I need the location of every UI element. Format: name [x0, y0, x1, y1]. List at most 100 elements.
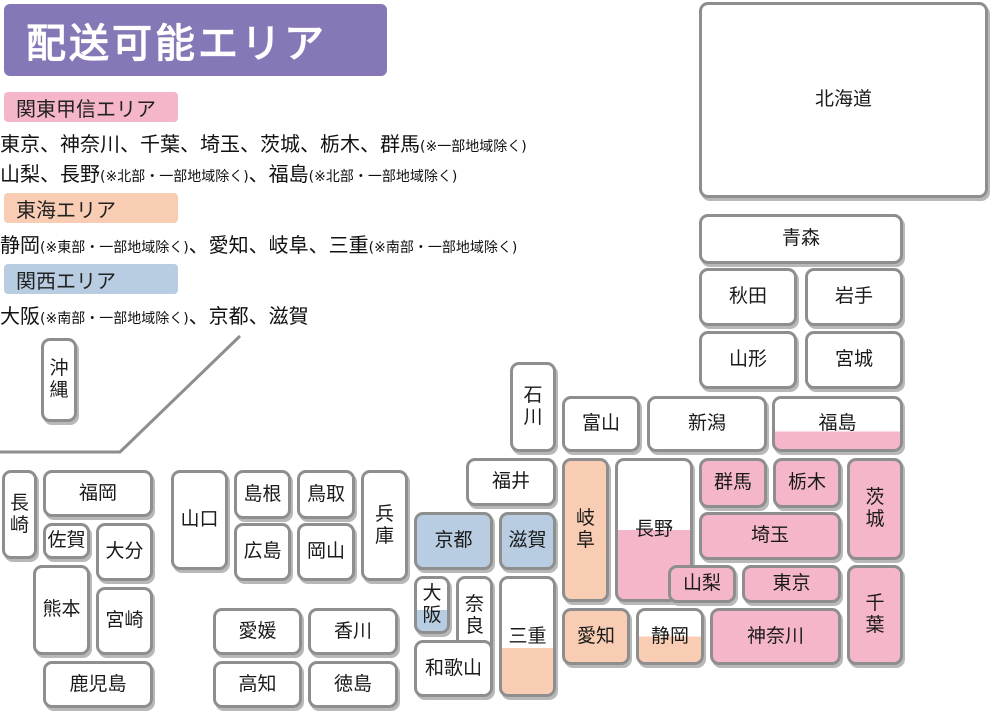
pref-label: 愛媛: [238, 619, 277, 642]
pref-label: 滋賀: [508, 529, 547, 552]
pref-toyama[interactable]: 富山: [562, 396, 640, 452]
pref-miyagi[interactable]: 宮城: [805, 331, 903, 389]
area-text: 山梨、長野: [0, 162, 100, 186]
pref-aomori[interactable]: 青森: [699, 214, 903, 264]
pref-ibaraki[interactable]: 茨城: [847, 458, 903, 560]
area-text-kanto-line1: 東京、神奈川、千葉、埼玉、茨城、栃木、群馬(※一部地域除く): [0, 128, 527, 157]
pref-label: 岐阜: [576, 507, 596, 551]
pref-label: 香川: [333, 619, 372, 642]
pref-hokkaido[interactable]: 北海道: [699, 2, 988, 198]
pref-shimane[interactable]: 島根: [234, 470, 291, 519]
pref-label: 沖縄: [49, 357, 69, 401]
pref-label: 神奈川: [746, 624, 804, 647]
pref-fukuoka[interactable]: 福岡: [43, 470, 153, 517]
area-note: (※北部・一部地域除く): [100, 169, 249, 185]
pref-aichi[interactable]: 愛知: [562, 608, 630, 665]
separator-line: [0, 334, 242, 454]
pref-kyoto[interactable]: 京都: [414, 512, 493, 570]
pref-yamaguchi[interactable]: 山口: [171, 470, 228, 570]
pref-label: 宮城: [834, 348, 873, 371]
pref-ehime[interactable]: 愛媛: [213, 608, 302, 655]
pref-oita[interactable]: 大分: [96, 523, 153, 581]
pref-kochi[interactable]: 高知: [213, 661, 302, 708]
pref-okinawa[interactable]: 沖縄: [41, 338, 77, 422]
pref-tochigi[interactable]: 栃木: [773, 458, 841, 508]
pref-kagoshima[interactable]: 鹿児島: [43, 661, 153, 708]
pref-iwate[interactable]: 岩手: [805, 268, 903, 326]
pref-osaka[interactable]: 大阪: [414, 576, 450, 634]
pref-label: 群馬: [713, 471, 752, 494]
area-text-kansai-line1: 大阪(※南部・一部地域除く)、京都、滋賀: [0, 300, 309, 329]
pref-hiroshima[interactable]: 広島: [234, 523, 291, 581]
pref-label: 奈良: [465, 592, 485, 637]
pref-wakayama[interactable]: 和歌山: [414, 640, 493, 697]
pref-label: 秋田: [728, 285, 767, 308]
pref-chiba[interactable]: 千葉: [847, 565, 903, 665]
pref-shiga[interactable]: 滋賀: [499, 512, 556, 570]
pref-label: 千葉: [865, 592, 885, 636]
pref-nagasaki[interactable]: 長崎: [2, 470, 37, 559]
pref-label: 山口: [180, 508, 219, 531]
pref-label: 福井: [491, 470, 530, 493]
area-label-kanto: 関東甲信エリア: [4, 92, 178, 122]
pref-miyazaki[interactable]: 宮崎: [96, 587, 153, 655]
pref-niigata[interactable]: 新潟: [647, 396, 767, 452]
area-text: 、福島: [248, 162, 309, 186]
pref-hyogo[interactable]: 兵庫: [361, 470, 408, 581]
pref-label: 栃木: [787, 471, 826, 494]
pref-label: 鳥取: [306, 482, 345, 505]
pref-kumamoto[interactable]: 熊本: [33, 565, 90, 655]
pref-gifu[interactable]: 岐阜: [562, 458, 609, 602]
pref-label: 岡山: [306, 540, 345, 563]
pref-label: 長野: [634, 518, 673, 541]
pref-label: 茨城: [865, 486, 885, 530]
pref-label: 山形: [728, 348, 767, 371]
pref-label: 静岡: [650, 624, 689, 647]
pref-label: 埼玉: [750, 524, 789, 547]
pref-kanagawa[interactable]: 神奈川: [710, 608, 841, 665]
area-note: (※北部・一部地域除く): [308, 169, 458, 185]
area-note: (※南部・一部地域除く): [40, 311, 189, 327]
pref-mie[interactable]: 三重: [499, 576, 556, 697]
pref-label: 石川: [523, 384, 543, 428]
pref-saga[interactable]: 佐賀: [43, 523, 90, 559]
pref-label: 熊本: [42, 598, 81, 621]
pref-yamagata[interactable]: 山形: [699, 331, 797, 389]
pref-label: 福島: [818, 412, 857, 435]
area-label-kansai: 関西エリア: [4, 264, 178, 294]
area-text-kanto-line2: 山梨、長野(※北部・一部地域除く)、福島(※北部・一部地域除く): [0, 158, 457, 187]
pref-tokushima[interactable]: 徳島: [308, 661, 398, 708]
pref-label: 高知: [238, 672, 277, 695]
pref-fukushima[interactable]: 福島: [772, 396, 903, 452]
pref-label: 新潟: [687, 412, 726, 435]
pref-fukui[interactable]: 福井: [466, 458, 556, 506]
area-text: 、愛知、岐阜、三重: [188, 233, 369, 257]
pref-label: 長崎: [10, 491, 30, 536]
pref-tottori[interactable]: 鳥取: [297, 470, 355, 519]
pref-label: 宮崎: [105, 609, 144, 632]
pref-label: 山梨: [682, 572, 721, 595]
area-text: 大阪: [0, 304, 40, 328]
page-title: 配送可能エリア: [4, 4, 387, 76]
pref-ishikawa[interactable]: 石川: [510, 362, 556, 452]
area-note: (※南部・一部地域除く): [368, 240, 518, 256]
pref-label: 富山: [581, 412, 620, 435]
pref-label: 和歌山: [424, 656, 482, 679]
pref-label: 兵庫: [375, 502, 395, 547]
pref-shizuoka[interactable]: 静岡: [636, 608, 704, 665]
area-note: (※一部地域除く): [420, 139, 527, 155]
pref-okayama[interactable]: 岡山: [297, 523, 355, 581]
pref-tokyo[interactable]: 東京: [742, 565, 841, 603]
pref-label: 岩手: [834, 285, 873, 308]
pref-label: 東京: [772, 572, 811, 595]
pref-label: 大阪: [422, 582, 442, 626]
pref-label: 鹿児島: [69, 672, 127, 695]
pref-kagawa[interactable]: 香川: [308, 608, 398, 655]
pref-label: 島根: [243, 482, 282, 505]
pref-akita[interactable]: 秋田: [699, 268, 797, 326]
pref-gunma[interactable]: 群馬: [699, 458, 767, 508]
pref-label: 青森: [781, 227, 820, 250]
pref-yamanashi[interactable]: 山梨: [668, 565, 736, 603]
pref-saitama[interactable]: 埼玉: [699, 512, 841, 560]
